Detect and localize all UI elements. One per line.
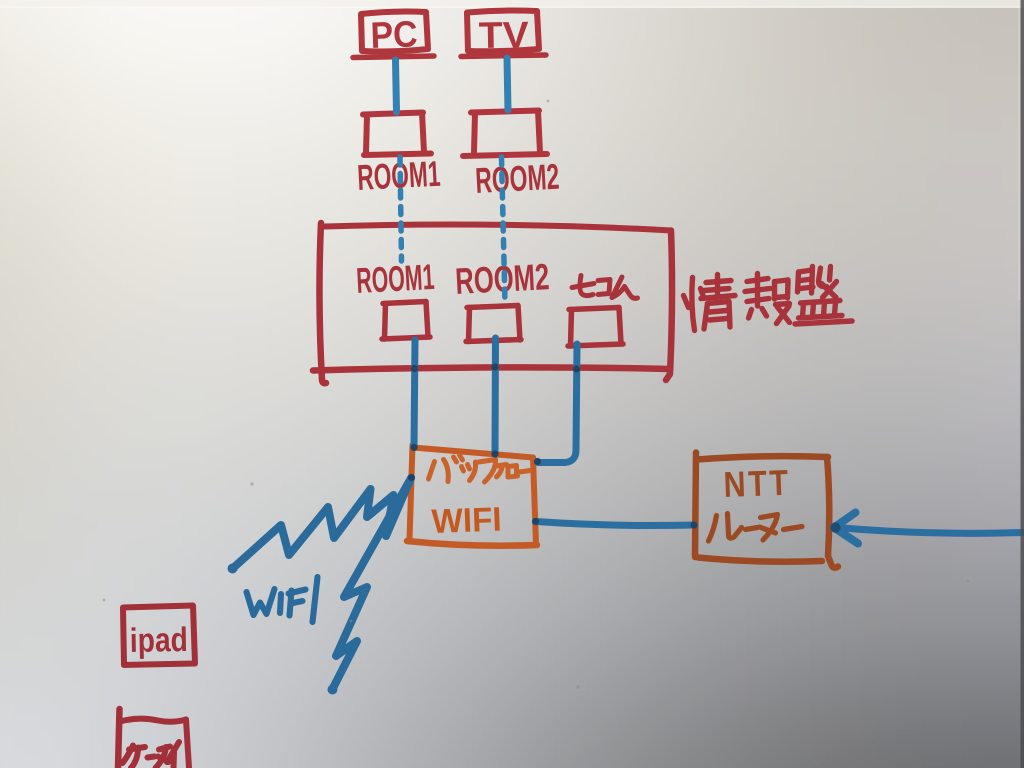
svg-text:NTT: NTT (723, 462, 791, 505)
svg-text:ROOM2: ROOM2 (474, 156, 560, 201)
svg-text:PC: PC (370, 13, 418, 56)
svg-text:ROOM1: ROOM1 (355, 256, 435, 301)
svg-text:WIFI: WIFI (431, 501, 502, 541)
svg-text:TV: TV (478, 14, 529, 56)
svg-text:ipad: ipad (129, 621, 188, 660)
